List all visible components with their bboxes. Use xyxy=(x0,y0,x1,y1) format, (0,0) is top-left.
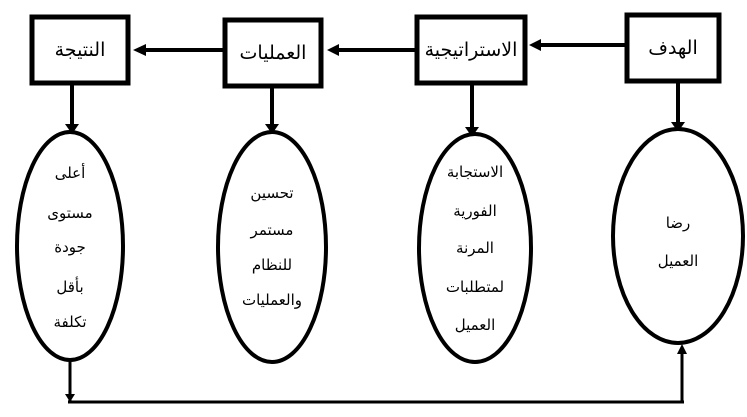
ellipse-text: للنظام xyxy=(252,256,292,274)
ellipse-text: مستمر xyxy=(250,221,294,239)
ellipse-text: مستوى xyxy=(47,204,92,222)
ellipse-text: رضا xyxy=(666,214,691,232)
arrowhead-icon xyxy=(265,124,279,134)
box-strategy: الاستراتيجية xyxy=(414,14,528,86)
connector-goal-down xyxy=(671,82,685,132)
ellipse-text: الفورية xyxy=(453,202,497,220)
ellipse-goal: رضا العميل xyxy=(611,127,745,345)
box-goal-label: الهدف xyxy=(648,37,698,59)
ellipse-strategy: الاستجابة الفورية المرنة لمتطلبات العميل xyxy=(417,132,533,364)
ellipse-text: تحسين xyxy=(250,184,293,202)
ellipse-text: أعلى xyxy=(55,163,86,182)
connector-operations-to-result xyxy=(133,44,223,56)
ellipse-text: والعمليات xyxy=(242,291,302,309)
ellipse-text: لمتطلبات xyxy=(446,278,504,296)
box-result-label: النتيجة xyxy=(55,39,106,61)
ellipse-text: العميل xyxy=(455,316,496,334)
box-goal: الهدف xyxy=(624,12,722,84)
arrowhead-icon xyxy=(133,44,146,56)
box-operations-label: العمليات xyxy=(240,42,307,64)
arrowhead-icon xyxy=(327,44,339,56)
box-strategy-label: الاستراتيجية xyxy=(425,39,518,61)
ellipse-text: المرنة xyxy=(456,239,494,257)
ellipse-text: جودة xyxy=(54,238,86,256)
ellipse-result: أعلى مستوى جودة بأقل تكلفة xyxy=(15,130,125,362)
arrowhead-icon xyxy=(677,344,687,354)
box-operations: العمليات xyxy=(222,17,324,89)
arrowhead-icon xyxy=(529,39,541,51)
ellipse-text: الاستجابة xyxy=(447,163,503,181)
ellipse-text: تكلفة xyxy=(53,313,86,331)
box-result: النتيجة xyxy=(29,14,131,86)
connector-goal-to-strategy xyxy=(529,39,625,51)
arrowhead-icon xyxy=(65,124,79,134)
ellipse-text: العميل xyxy=(658,252,699,270)
feedback-loop xyxy=(65,344,687,404)
connector-strategy-down xyxy=(465,85,479,137)
ellipse-operations: تحسين مستمر للنظام والعمليات xyxy=(216,130,328,364)
ellipse-text: بأقل xyxy=(56,276,83,296)
connector-strategy-to-operations xyxy=(327,44,415,56)
arrowhead-icon xyxy=(465,127,479,137)
connector-operations-down xyxy=(265,88,279,134)
connector-result-down xyxy=(65,85,79,134)
